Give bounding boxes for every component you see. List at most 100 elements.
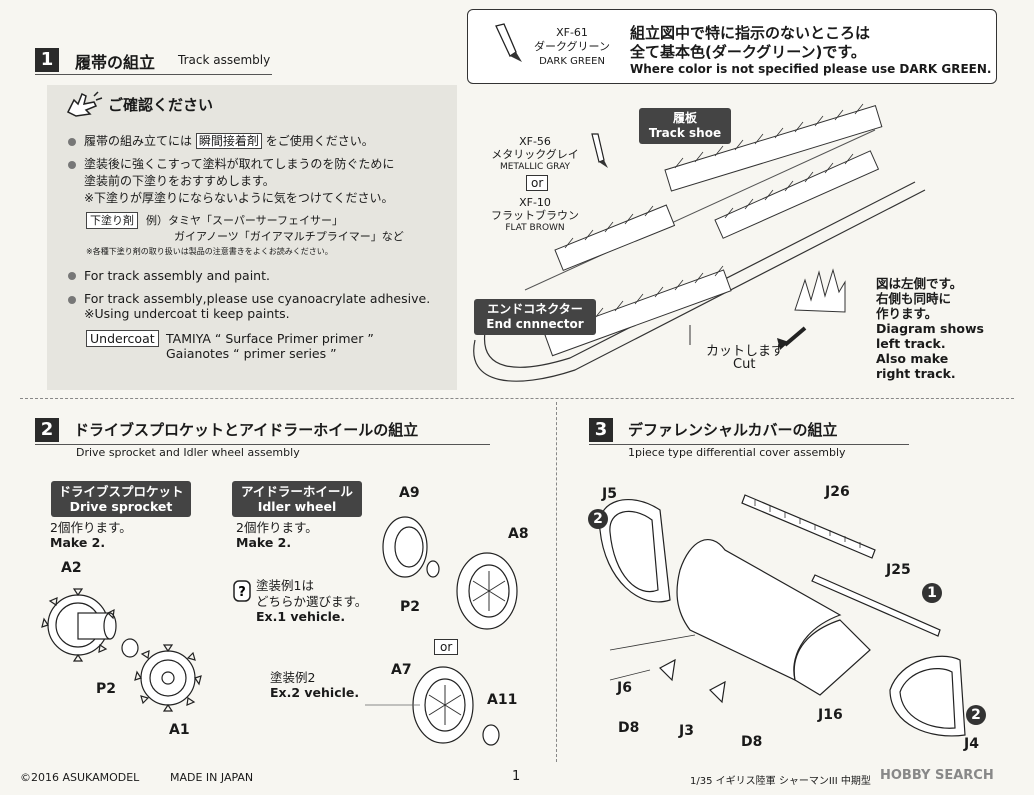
undercoat-tag-en: Undercoat — [86, 330, 159, 347]
paint-brush-icon — [591, 133, 608, 168]
note-paint-3: ※下塗りが厚塗りにならないように気をつけてください。 — [84, 191, 394, 205]
paint1-en: METALLIC GRAY — [499, 162, 571, 172]
diagram-note-en-1: Diagram shows — [876, 321, 984, 336]
color-note-box — [467, 9, 997, 84]
diagram-note-jp-2: 右側も同時に — [876, 291, 952, 306]
cut-en: Cut — [733, 357, 756, 372]
undercoat-en-2: Gaianotes “ primer series ” — [166, 346, 337, 361]
step2-number: 2 — [35, 418, 59, 442]
color-jp-line1: 組立図中で特に指示のないところは — [630, 24, 871, 42]
bullet — [68, 296, 76, 304]
diagram-note-en-2: left track. — [876, 336, 946, 351]
note-adhesive-tail: をご使用ください。 — [265, 134, 374, 148]
step1-title-rule — [35, 74, 272, 75]
part-a8: A8 — [508, 526, 529, 542]
footer-watermark: HOBBY SEARCH — [880, 768, 994, 783]
note-en-2: For track assembly,please use cyanoacryl… — [84, 291, 431, 306]
end-connector-jp: エンドコネクター — [487, 302, 583, 316]
drive-sprocket-tag: ドライブスプロケット Drive sprocket — [51, 481, 191, 517]
note-adhesive-1: 履帯の組み立てには 瞬間接着剤 をご使用ください。 — [84, 133, 374, 149]
part-a2: A2 — [61, 560, 82, 576]
color-jp-line2: 全て基本色(ダークグリーン)です。 — [630, 43, 866, 61]
idler-wheel-tag: アイドラーホイール Idler wheel — [232, 481, 362, 517]
drive-sprocket-en: Drive sprocket — [69, 499, 173, 514]
part-d8b: D8 — [741, 734, 763, 750]
section-divider — [20, 398, 1014, 399]
track-illustration — [473, 103, 926, 382]
color-en-name: DARK GREEN — [539, 56, 605, 67]
paint2-jp: フラットブラウン — [491, 209, 579, 222]
part-j5: J5 — [602, 486, 617, 502]
part-a11: A11 — [487, 692, 518, 708]
color-jp-name: ダークグリーン — [533, 40, 610, 53]
paint1-jp: メタリックグレイ — [491, 148, 579, 161]
step3-title-jp: デファレンシャルカバーの組立 — [628, 421, 838, 439]
paint2-code: XF-10 — [519, 196, 551, 209]
end-connector-tag: エンドコネクター End cnnnector — [474, 299, 596, 335]
undercoat-tag-jp: 下塗り剤 — [86, 212, 138, 229]
step2-title-rule — [35, 444, 490, 445]
step1-title-jp: 履帯の組立 — [75, 53, 156, 72]
idler-make2-jp: 2個作ります。 — [236, 520, 318, 535]
footer-made-in: MADE IN JAPAN — [170, 771, 254, 784]
diagram-note-jp-1: 図は左側です。 — [876, 276, 963, 291]
idler-make2-en: Make 2. — [236, 535, 292, 550]
step1-title-en: Track assembly — [178, 53, 271, 67]
note-en-3: ※Using undercoat ti keep paints. — [84, 306, 290, 321]
track-shoe-jp: 履板 — [672, 111, 697, 125]
part-j4: J4 — [964, 736, 979, 752]
footer-product: 1/35 イギリス陸軍 シャーマンIII 中期型 — [690, 776, 871, 787]
track-shoe-en: Track shoe — [648, 126, 722, 140]
diagram-note: 図は左側です。 右側も同時に 作ります。 Diagram shows left … — [876, 276, 984, 381]
diagram-note-jp-3: 作ります。 — [876, 306, 938, 321]
undercoat-en-1: TAMIYA “ Surface Primer primer ” — [166, 331, 374, 346]
paint-brush-icon — [495, 23, 522, 62]
part-d8a: D8 — [618, 720, 640, 736]
footer-page: 1 — [512, 769, 521, 784]
end-connector-en: End cnnnector — [486, 317, 584, 331]
step2-title-en: Drive sprocket and Idler wheel assembly — [76, 446, 300, 459]
part-a9: A9 — [399, 485, 420, 501]
part-p2a: P2 — [96, 681, 117, 697]
paint-or: or — [526, 175, 549, 191]
drive-make2-jp: 2個作ります。 — [50, 520, 132, 535]
step2-title-jp: ドライブスプロケットとアイドラーホイールの組立 — [74, 421, 419, 439]
svg-text:?: ? — [238, 585, 246, 600]
drive-sprocket-illustration — [41, 588, 202, 712]
confirm-title: ご確認ください — [108, 96, 214, 114]
note-adhesive-text: 履帯の組み立てには — [84, 134, 193, 148]
sub-step-2b: 2 — [966, 705, 986, 725]
idler-wheel-illustration — [365, 516, 518, 746]
sub-step-1: 1 — [922, 583, 942, 603]
part-j26: J26 — [825, 484, 850, 500]
step3-title-rule — [589, 444, 909, 445]
bullet — [68, 161, 76, 169]
part-a7: A7 — [391, 662, 412, 678]
step2-or: or — [434, 639, 459, 655]
part-p2b: P2 — [400, 599, 421, 615]
paint1-code: XF-56 — [519, 135, 551, 148]
part-a1: A1 — [169, 722, 190, 738]
drive-make2-en: Make 2. — [50, 535, 106, 550]
drive-sprocket-jp: ドライブスプロケット — [58, 484, 184, 499]
part-j25: J25 — [886, 562, 911, 578]
cut-jp: カットします — [706, 344, 785, 359]
note-paint-1: 塗装後に強くこすって塗料が取れてしまうのを防ぐために — [84, 157, 395, 171]
undercoat-jp-1: 例）タミヤ「スーパーサーフェイサー」 — [146, 214, 344, 227]
footer-copyright: ©2016 ASUKAMODEL — [20, 771, 140, 784]
sub-step-2a: 2 — [588, 509, 608, 529]
section-divider — [556, 402, 557, 762]
pointing-hand-icon — [66, 91, 103, 117]
ex1-en: Ex.1 vehicle. — [256, 609, 346, 624]
part-j6: J6 — [617, 680, 632, 696]
differential-cover-illustration — [598, 494, 966, 737]
part-j3: J3 — [679, 723, 694, 739]
color-code: XF-61 — [556, 26, 588, 39]
diagram-note-en-3: Also make — [876, 351, 949, 366]
bullet — [68, 138, 76, 146]
note-adhesive-box: 瞬間接着剤 — [195, 133, 262, 149]
part-j16: J16 — [818, 707, 843, 723]
ex2-jp: 塗装例2 — [270, 670, 316, 685]
color-en-text: Where color is not specified please use … — [630, 62, 992, 76]
ex2-en: Ex.2 vehicle. — [270, 685, 360, 700]
